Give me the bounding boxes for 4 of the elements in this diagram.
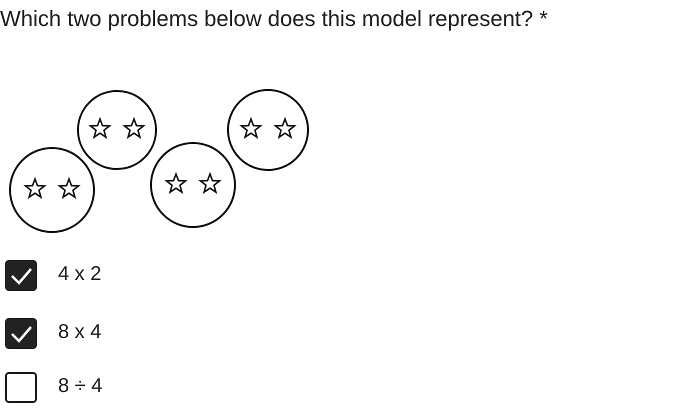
answer-option: 8 ÷ 4 bbox=[58, 375, 102, 398]
answer-option: 4 x 2 bbox=[58, 263, 102, 286]
answer-option: 8 x 4 bbox=[58, 321, 102, 344]
question-title: Which two problems below does this model represent? * bbox=[0, 6, 548, 32]
